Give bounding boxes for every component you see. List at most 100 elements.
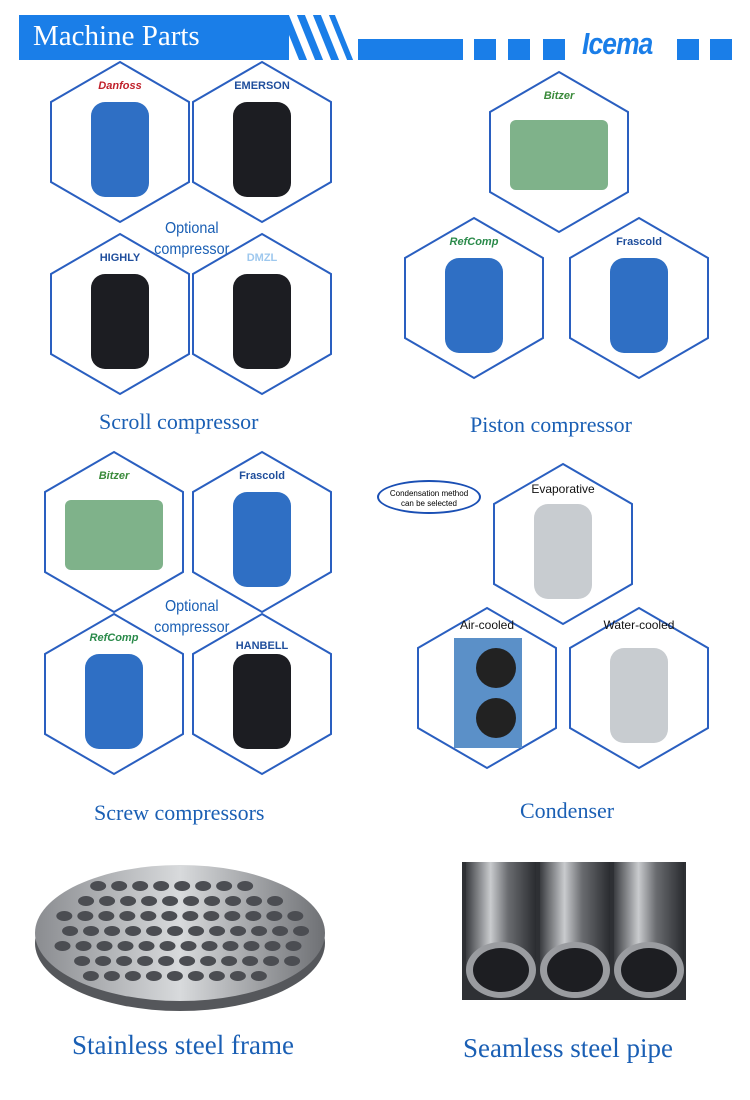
- frame-hole: [125, 926, 142, 936]
- frame-hole: [200, 956, 217, 966]
- frame-hole: [237, 881, 254, 891]
- hexagon-frame: [569, 606, 709, 770]
- caption-scroll: Scroll compressor: [99, 409, 259, 434]
- square: [677, 39, 699, 60]
- caption-screw: Screw compressors: [94, 800, 265, 825]
- frame-hole: [117, 941, 134, 951]
- icema-logo: Icema: [582, 26, 653, 61]
- product-hex-evaporative: Evaporative: [492, 462, 634, 626]
- brand-label: EMERSON: [234, 80, 290, 92]
- frame-hole: [162, 896, 179, 906]
- frame-hole: [209, 926, 226, 936]
- frame-hole: [96, 941, 113, 951]
- frame-hole: [124, 971, 141, 981]
- frame-hole: [138, 941, 155, 951]
- type-label: Air-cooled: [459, 618, 515, 632]
- brand-label: HIGHLY: [99, 252, 141, 264]
- product-hex-refcomp: RefComp: [403, 216, 545, 380]
- frame-hole: [183, 896, 200, 906]
- frame-hole: [54, 941, 71, 951]
- frame-hole: [161, 911, 178, 921]
- frame-hole: [75, 941, 92, 951]
- frame-hole: [229, 971, 246, 981]
- caption-pipe: Seamless steel pipe: [463, 1033, 673, 1063]
- product-hex-air-cooled: Air-cooled: [416, 606, 558, 770]
- frame-hole: [243, 941, 260, 951]
- frame-hole: [99, 896, 116, 906]
- hexagon-frame: [493, 462, 633, 626]
- frame-hole: [201, 941, 218, 951]
- frame-hole: [264, 941, 281, 951]
- banner-bar: [358, 39, 463, 60]
- frame-hole: [222, 941, 239, 951]
- hexagon-frame: [192, 450, 332, 614]
- product-hex-dmzl: DMZL: [191, 232, 333, 396]
- frame-hole: [120, 896, 137, 906]
- banner-bar: [19, 15, 289, 60]
- product-hex-danfoss: Danfoss: [49, 60, 191, 224]
- hexagon-frame: [569, 216, 709, 380]
- frame-hole: [287, 911, 304, 921]
- type-label: Evaporative: [531, 482, 595, 496]
- frame-hole: [146, 926, 163, 936]
- frame-hole: [153, 881, 170, 891]
- product-hex-emerson: EMERSON: [191, 60, 333, 224]
- frame-hole: [266, 911, 283, 921]
- frame-hole: [116, 956, 133, 966]
- frame-hole: [263, 956, 280, 966]
- frame-hole: [180, 941, 197, 951]
- frame-hole: [166, 971, 183, 981]
- hexagon-frame: [50, 232, 190, 396]
- brand-label: Frascold: [616, 236, 662, 248]
- frame-hole: [250, 971, 267, 981]
- frame-hole: [230, 926, 247, 936]
- product-hex-bitzer-screw: Bitzer: [43, 450, 185, 614]
- frame-hole: [167, 926, 184, 936]
- square: [508, 39, 530, 60]
- frame-hole: [285, 941, 302, 951]
- frame-hole: [104, 926, 121, 936]
- brand-label: HANBELL: [235, 640, 289, 652]
- frame-hole: [111, 881, 128, 891]
- caption-frame: Stainless steel frame: [72, 1030, 294, 1060]
- frame-hole: [272, 926, 289, 936]
- frame-hole: [221, 956, 238, 966]
- frame-hole: [62, 926, 79, 936]
- seamless-steel-pipe-image: [462, 862, 686, 1000]
- frame-hole: [159, 941, 176, 951]
- hexagon-frame: [192, 60, 332, 224]
- hexagon-frame: [404, 216, 544, 380]
- brand-label: Bitzer: [543, 90, 575, 102]
- frame-hole: [132, 881, 149, 891]
- frame-hole: [95, 956, 112, 966]
- frame-hole: [208, 971, 225, 981]
- frame-hole: [195, 881, 212, 891]
- frame-hole: [145, 971, 162, 981]
- frame-hole: [74, 956, 91, 966]
- frame-hole: [242, 956, 259, 966]
- frame-hole: [225, 896, 242, 906]
- brand-label: Danfoss: [98, 80, 142, 92]
- brand-label: RefComp: [89, 632, 139, 644]
- caption-condenser: Condenser: [520, 798, 615, 823]
- square: [474, 39, 496, 60]
- frame-hole: [77, 911, 94, 921]
- frame-hole: [245, 911, 262, 921]
- product-hex-water-cooled: Water-cooled: [568, 606, 710, 770]
- frame-hole: [216, 881, 233, 891]
- frame-hole: [82, 971, 99, 981]
- product-hex-hanbell: HANBELL: [191, 612, 333, 776]
- frame-hole: [204, 896, 221, 906]
- frame-hole: [284, 956, 301, 966]
- frame-hole: [293, 926, 310, 936]
- square: [710, 39, 732, 60]
- hexagon-frame: [50, 60, 190, 224]
- frame-hole: [141, 896, 158, 906]
- frame-hole: [182, 911, 199, 921]
- frame-hole: [246, 896, 263, 906]
- frame-hole: [56, 911, 73, 921]
- frame-hole: [267, 896, 284, 906]
